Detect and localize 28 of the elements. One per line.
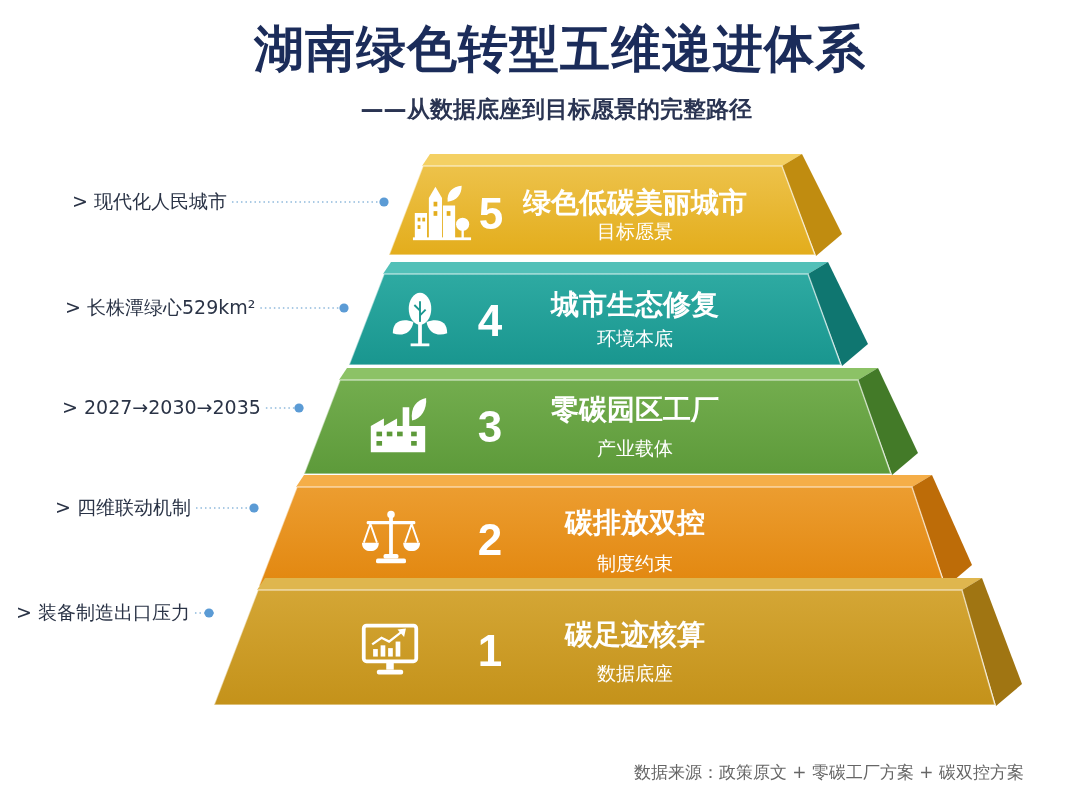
- tier-subtitle: 环境本底: [597, 326, 673, 350]
- callout-text: > 长株潭绿心529km²: [65, 296, 256, 320]
- tier-number: 2: [477, 513, 503, 566]
- source-note: 数据来源：政策原文 + 零碳工厂方案 + 碳双控方案: [633, 761, 1024, 783]
- tier-number: 4: [477, 294, 503, 347]
- tier-subtitle: 数据底座: [597, 661, 673, 685]
- leader-line: [265, 403, 305, 413]
- leader-line: [259, 303, 350, 313]
- callout-text: > 现代化人民城市: [72, 190, 227, 214]
- callout-text: > 装备制造出口压力: [16, 601, 190, 625]
- tier-number: 3: [477, 400, 503, 453]
- title: 湖南绿色转型五维递进体系: [254, 21, 866, 79]
- tier-number: 1: [477, 624, 503, 677]
- tier-title: 零碳园区工厂: [551, 393, 719, 427]
- tier-title: 绿色低碳美丽城市: [523, 186, 747, 220]
- tier-subtitle: 目标愿景: [597, 219, 673, 243]
- callout-text: > 四维联动机制: [55, 496, 191, 520]
- leader-line: [231, 197, 390, 207]
- tier-title: 碳排放双控: [565, 506, 705, 540]
- leader-line: [195, 503, 260, 513]
- tier-subtitle: 制度约束: [597, 551, 673, 575]
- tier-title: 城市生态修复: [551, 288, 719, 322]
- leader-line: [194, 608, 215, 618]
- tier-subtitle: 产业载体: [597, 436, 673, 460]
- tier-title: 碳足迹核算: [565, 618, 705, 652]
- subtitle: ——从数据底座到目标愿景的完整路径: [360, 96, 752, 124]
- tier-number: 5: [478, 187, 504, 240]
- callout-text: > 2027→2030→2035: [62, 396, 261, 420]
